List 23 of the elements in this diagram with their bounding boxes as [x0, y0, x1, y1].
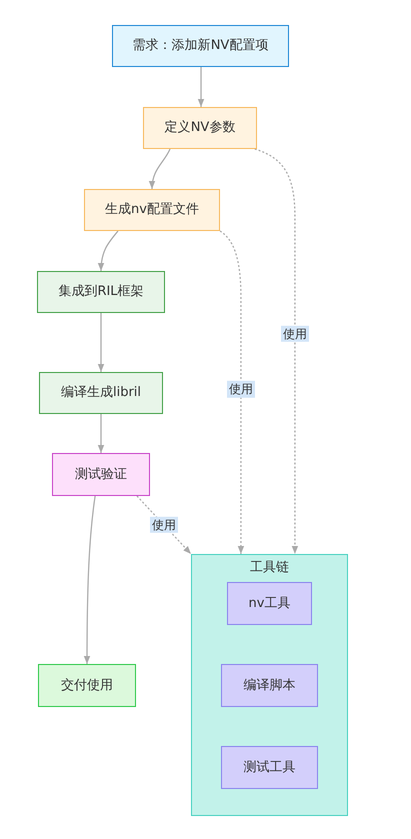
edge-label: 使用 — [226, 381, 255, 398]
arrow — [98, 414, 104, 453]
arrow — [254, 148, 298, 554]
process-box: 需求：添加新NV配置项 — [112, 25, 289, 67]
arrow — [220, 230, 244, 554]
process-box: 测试工具 — [221, 746, 318, 789]
arrow — [84, 496, 96, 664]
process-box: 定义NV参数 — [143, 107, 257, 149]
arrow — [98, 313, 104, 372]
arrow — [149, 148, 171, 190]
process-box: 集成到RIL框架 — [37, 271, 165, 313]
arrow — [98, 230, 118, 272]
process-box: 编译生成libril — [39, 372, 163, 414]
process-box: 测试验证 — [52, 453, 150, 496]
process-box: nv工具 — [227, 582, 312, 625]
arrow — [198, 67, 204, 107]
group-title: 工具链 — [250, 560, 289, 576]
group-box — [191, 554, 348, 816]
process-box: 交付使用 — [38, 664, 136, 707]
edge-label: 使用 — [150, 516, 178, 534]
process-box: 生成nv配置文件 — [84, 189, 220, 231]
edge-label: 使用 — [280, 326, 309, 342]
process-box: 编译脚本 — [221, 664, 318, 707]
